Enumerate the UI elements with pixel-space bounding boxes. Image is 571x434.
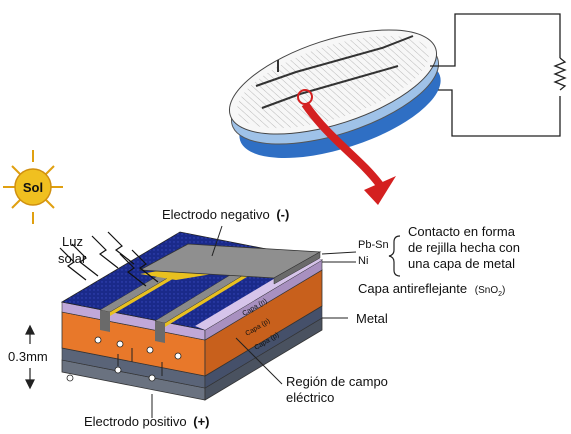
charge-carriers — [66, 336, 182, 382]
wafer-grid-lines — [255, 35, 414, 109]
thickness-label: 0.3mm — [8, 349, 48, 364]
sun-icon: Sol — [3, 150, 63, 224]
wafer-disk — [228, 29, 441, 159]
pb-sn-label: Pb-Sn — [358, 239, 389, 251]
electrodo-positivo-label: Electrodo positivo (+) — [84, 414, 210, 429]
ni-label: Ni — [358, 255, 368, 267]
region-label-2: eléctrico — [286, 390, 334, 405]
contact-brace — [388, 235, 401, 277]
solar-cell-block: Capa (n) Capa (p) Capa (p) — [60, 231, 324, 401]
region-label-1: Región de campo — [286, 374, 388, 389]
leader-lines — [151, 225, 357, 418]
charge-arrows — [117, 348, 163, 376]
light-rays — [59, 231, 159, 287]
metal-label: Metal — [356, 311, 388, 326]
electrodo-negativo-label: Electrodo negativo (-) — [162, 207, 289, 222]
solar-label: solar — [58, 251, 87, 266]
sun-label: Sol — [23, 180, 43, 195]
zoom-arrow — [301, 101, 396, 205]
external-circuit — [430, 13, 567, 137]
thickness-dimension — [25, 324, 35, 390]
capa-antirreflejante-label: Capa antireflejante (SnO2) — [358, 281, 505, 298]
load-resistor — [553, 57, 567, 91]
contacto-line-1: Contacto en forma — [408, 224, 516, 239]
contacto-line-3: una capa de metal — [408, 256, 515, 271]
contacto-line-2: de rejilla hecha con — [408, 240, 520, 255]
luz-label: Luz — [62, 234, 83, 249]
